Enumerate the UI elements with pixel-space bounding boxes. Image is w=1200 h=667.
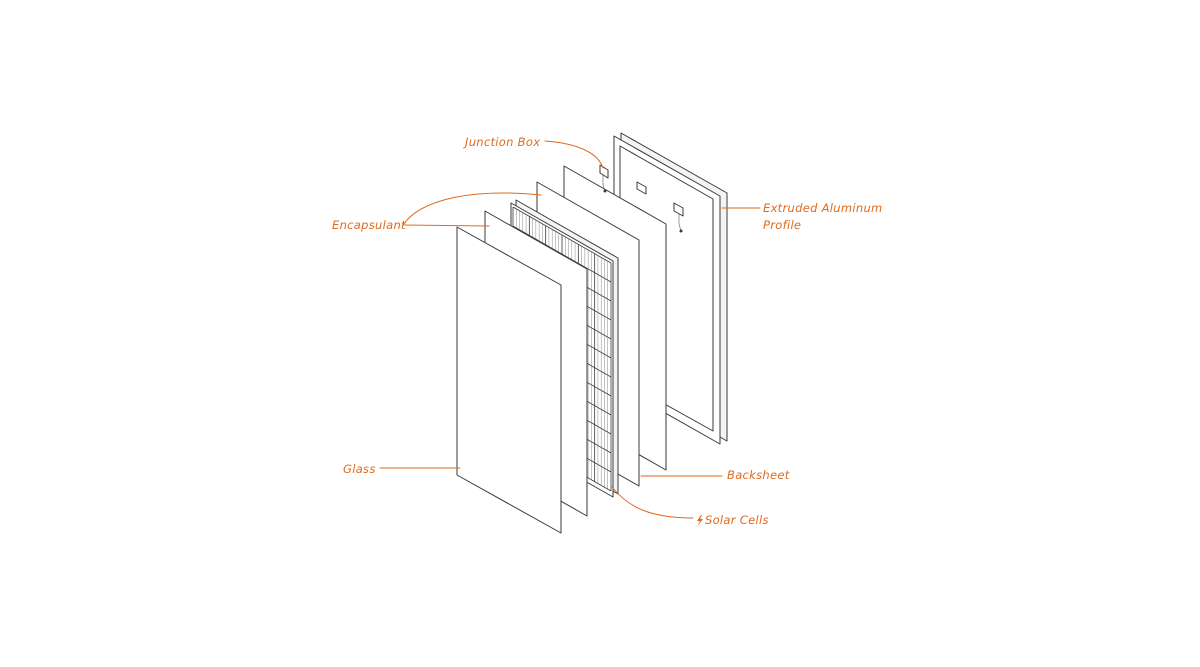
label-solar-cells: Solar Cells	[705, 513, 769, 527]
label-backsheet: Backsheet	[727, 468, 790, 482]
label-junction-box: Junction Box	[463, 135, 540, 149]
label-glass: Glass	[343, 462, 376, 476]
leader-encapsulant-rear	[402, 192, 542, 226]
glass-layer	[456, 226, 562, 534]
leader-encapsulant-front	[402, 224, 490, 227]
label-encapsulant: Encapsulant	[332, 218, 406, 232]
label-leader-lines	[379, 140, 761, 519]
junction-box-icon	[599, 164, 609, 193]
leader-solar-cells	[611, 486, 694, 519]
frame-junction-box-icon	[673, 202, 684, 233]
lightning-bolt-icon	[697, 515, 703, 527]
frame-mount-tab	[636, 181, 647, 195]
leader-junction-box	[544, 140, 604, 169]
label-aluminum-profile: Profile	[763, 218, 801, 232]
label-extruded-aluminum: Extruded Aluminum	[763, 201, 883, 215]
